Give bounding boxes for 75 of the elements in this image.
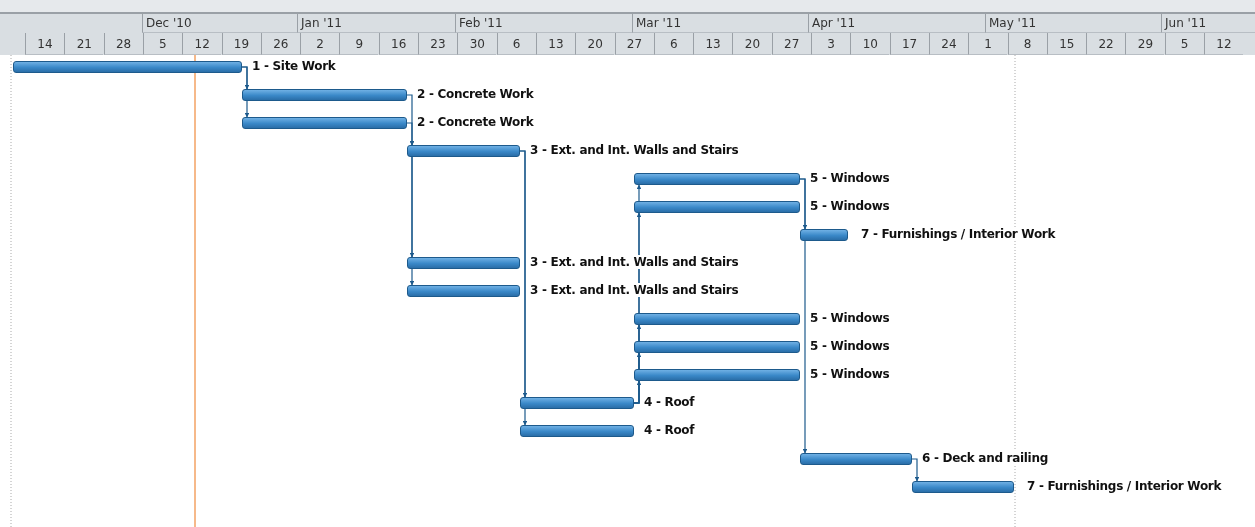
week-header: 6 bbox=[653, 33, 693, 55]
month-header: May '11 bbox=[985, 14, 1161, 33]
dependency-arrow bbox=[799, 178, 808, 454]
task-bar bbox=[13, 61, 242, 73]
task-label: 5 - Windows bbox=[809, 311, 891, 325]
task-bar bbox=[520, 425, 634, 437]
week-header: 27 bbox=[614, 33, 654, 55]
week-header: 13 bbox=[535, 33, 575, 55]
task-bar bbox=[800, 453, 912, 465]
task-bar bbox=[242, 89, 407, 101]
week-header: 21 bbox=[64, 33, 104, 55]
month-header: Dec '10 bbox=[142, 14, 297, 33]
week-header: 27 bbox=[771, 33, 811, 55]
task-bar bbox=[634, 173, 800, 185]
task-bar bbox=[634, 341, 800, 353]
task-label: 5 - Windows bbox=[809, 171, 891, 185]
task-bar bbox=[407, 145, 520, 157]
task-bar bbox=[242, 117, 407, 129]
week-header: 17 bbox=[889, 33, 929, 55]
week-header: 13 bbox=[693, 33, 733, 55]
task-label: 3 - Ext. and Int. Walls and Stairs bbox=[529, 143, 740, 157]
week-header: 24 bbox=[928, 33, 968, 55]
task-label: 7 - Furnishings / Interior Work bbox=[1026, 479, 1223, 493]
week-header: 19 bbox=[221, 33, 261, 55]
task-label: 3 - Ext. and Int. Walls and Stairs bbox=[529, 255, 740, 269]
task-label: 6 - Deck and railing bbox=[921, 451, 1049, 465]
week-header: 26 bbox=[260, 33, 300, 55]
task-label: 3 - Ext. and Int. Walls and Stairs bbox=[529, 283, 740, 297]
task-bar bbox=[407, 257, 520, 269]
week-header: 12 bbox=[182, 33, 222, 55]
week-header: 6 bbox=[496, 33, 536, 55]
month-header: Jun '11 bbox=[1161, 14, 1255, 33]
month-header: Jan '11 bbox=[297, 14, 455, 33]
week-header: 1 bbox=[968, 33, 1008, 55]
task-bar bbox=[520, 397, 634, 409]
task-label: 2 - Concrete Work bbox=[416, 115, 535, 129]
week-header: 23 bbox=[418, 33, 457, 55]
task-label: 1 - Site Work bbox=[251, 59, 337, 73]
week-header: 14 bbox=[25, 33, 64, 55]
task-bar bbox=[800, 229, 848, 241]
task-label: 7 - Furnishings / Interior Work bbox=[860, 227, 1057, 241]
task-label: 5 - Windows bbox=[809, 339, 891, 353]
week-header: 22 bbox=[1086, 33, 1126, 55]
week-header: 8 bbox=[1007, 33, 1047, 55]
week-header: 9 bbox=[339, 33, 379, 55]
task-label: 5 - Windows bbox=[809, 367, 891, 381]
month-header: Mar '11 bbox=[632, 14, 808, 33]
week-header: 29 bbox=[1125, 33, 1165, 55]
task-bar bbox=[407, 285, 520, 297]
dependency-arrow bbox=[406, 122, 415, 146]
task-label: 4 - Roof bbox=[643, 423, 696, 437]
week-header: 3 bbox=[811, 33, 850, 55]
task-label: 5 - Windows bbox=[809, 199, 891, 213]
week-header: 20 bbox=[732, 33, 772, 55]
dependency-arrow bbox=[911, 458, 920, 482]
week-header: 12 bbox=[1204, 33, 1243, 55]
task-label: 4 - Roof bbox=[643, 395, 696, 409]
week-header: 20 bbox=[575, 33, 615, 55]
month-header: Feb '11 bbox=[455, 14, 632, 33]
week-header: 16 bbox=[378, 33, 418, 55]
dependency-arrow bbox=[409, 156, 415, 286]
week-header: 28 bbox=[103, 33, 143, 55]
week-header: 30 bbox=[457, 33, 497, 55]
task-bar bbox=[634, 313, 800, 325]
dependency-arrow bbox=[241, 66, 250, 118]
month-header: Apr '11 bbox=[808, 14, 985, 33]
week-header: 2 bbox=[300, 33, 340, 55]
week-header: 5 bbox=[142, 33, 182, 55]
week-header: 5 bbox=[1164, 33, 1204, 55]
task-bar bbox=[912, 481, 1014, 493]
task-bar bbox=[634, 369, 800, 381]
week-header: 10 bbox=[850, 33, 890, 55]
week-header: 15 bbox=[1046, 33, 1086, 55]
task-bar bbox=[634, 201, 800, 213]
task-label: 2 - Concrete Work bbox=[416, 87, 535, 101]
